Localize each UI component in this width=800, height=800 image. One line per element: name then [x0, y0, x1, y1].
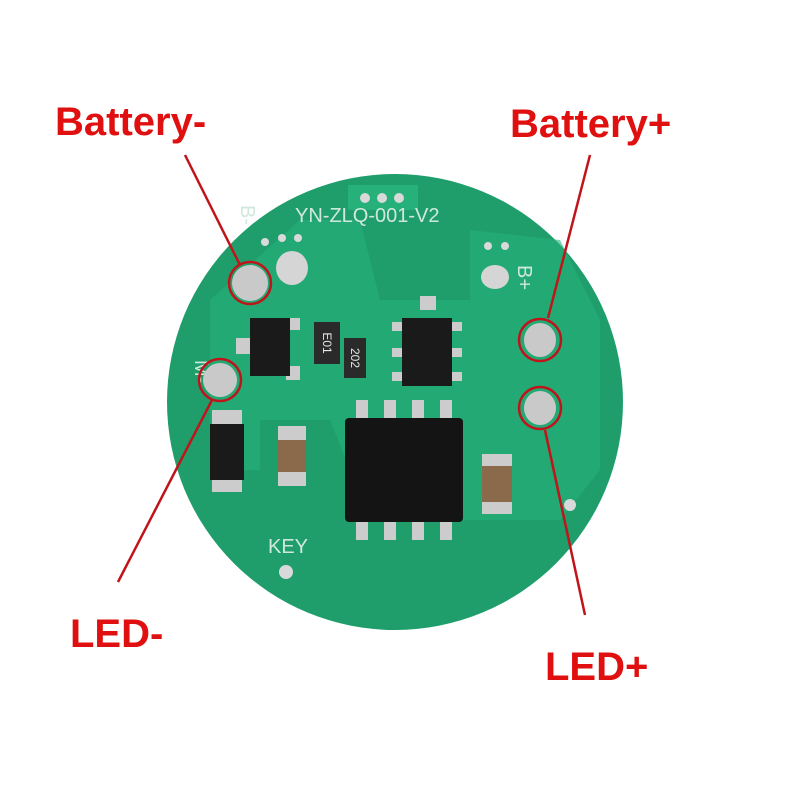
resistor-marking: 202 — [348, 348, 362, 368]
callout-line-led-minus — [116, 399, 214, 583]
b-minus-silkscreen: B- — [236, 205, 258, 225]
pad-led-minus — [203, 363, 237, 397]
label-battery-plus: Battery+ — [510, 102, 672, 146]
ic-sop8 — [345, 400, 463, 540]
callout-line-battery-plus — [546, 154, 592, 319]
capacitor-left — [278, 426, 306, 486]
pad-battery-plus — [524, 323, 556, 357]
label-battery-minus: Battery- — [55, 100, 207, 144]
resistor-e01 — [314, 322, 340, 364]
pad-battery-minus — [232, 265, 268, 301]
component-marking: E01 — [320, 332, 334, 354]
callout-line-led-plus — [543, 429, 587, 616]
mosfet-sot23 — [236, 318, 300, 380]
key-silkscreen: KEY — [268, 536, 308, 558]
vias — [261, 193, 576, 579]
pad-led-plus — [524, 391, 556, 425]
callout-circle-battery-minus — [227, 260, 273, 306]
model-silkscreen: YN-ZLQ-001-V2 — [295, 205, 440, 227]
label-led-plus: LED+ — [545, 645, 649, 689]
resistor-202 — [344, 338, 366, 378]
pad-b-minus-2 — [276, 251, 308, 285]
callout-circle-led-plus — [517, 385, 563, 431]
diode — [210, 410, 244, 492]
pad-b-plus-small — [481, 265, 509, 289]
callout-circle-battery-plus — [517, 317, 563, 363]
callout-line-battery-minus — [183, 154, 242, 266]
callout-circle-led-minus — [197, 357, 243, 403]
ic-sot23-6 — [392, 296, 462, 386]
label-led-minus: LED- — [70, 612, 164, 656]
b-plus-silkscreen: B+ — [513, 265, 535, 290]
capacitor-right — [482, 454, 512, 514]
